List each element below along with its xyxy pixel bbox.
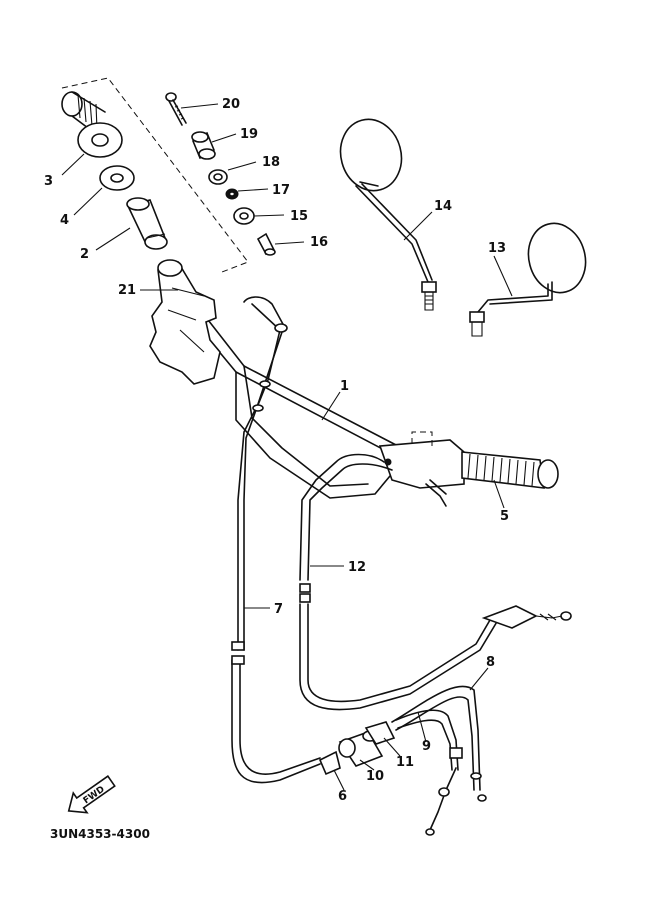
callout-14: 14	[434, 199, 452, 214]
callout-7: 7	[274, 602, 283, 617]
part-13-right-mirror[interactable]	[469, 217, 593, 337]
callout-1: 1	[340, 379, 349, 394]
fwd-arrow-icon: FWD	[67, 775, 116, 814]
leader-5	[493, 479, 505, 509]
diagram-code: 3UN4353-4300	[50, 827, 150, 841]
callout-10: 10	[366, 769, 384, 784]
callout-5: 5	[500, 509, 509, 524]
callout-13: 13	[488, 241, 506, 256]
callout-4: 4	[60, 213, 69, 228]
part-19-collar[interactable]	[191, 131, 216, 160]
part-4-washer[interactable]	[99, 165, 135, 191]
part-12-throttle-cable[interactable]	[299, 453, 572, 711]
callout-21: 21	[118, 283, 136, 298]
part-21-left-switch[interactable]	[149, 259, 221, 385]
leader-10	[359, 759, 375, 771]
leader-20	[180, 103, 219, 109]
leader-19	[211, 133, 237, 143]
leader-17	[237, 188, 269, 192]
callout-2: 2	[80, 247, 89, 262]
part-5-right-grip[interactable]	[378, 431, 559, 507]
part-16-spacer[interactable]	[256, 232, 276, 256]
part-8-cable[interactable]	[391, 685, 487, 802]
callout-20: 20	[222, 97, 240, 112]
leader-13	[493, 255, 513, 297]
callout-9: 9	[422, 739, 431, 754]
leader-3	[61, 153, 85, 176]
part-3-grip[interactable]	[61, 91, 123, 158]
part-2-throttle-sleeve[interactable]	[126, 197, 168, 250]
part-11-junction-cap[interactable]	[364, 721, 396, 745]
callout-12: 12	[348, 560, 366, 575]
leader-9	[417, 711, 427, 743]
leader-2	[95, 227, 131, 251]
leader-18	[227, 161, 257, 171]
callout-8: 8	[486, 655, 495, 670]
leader-6	[333, 769, 345, 791]
callout-18: 18	[262, 155, 280, 170]
leader-11	[383, 737, 401, 757]
callout-6: 6	[338, 789, 347, 804]
part-6-cable-end[interactable]	[318, 750, 341, 776]
part-18-bushing[interactable]	[208, 169, 228, 185]
part-20-bolt[interactable]	[165, 92, 187, 126]
leader-4	[73, 187, 103, 216]
callout-17: 17	[272, 183, 290, 198]
part-9-cable[interactable]	[395, 709, 463, 836]
callout-15: 15	[290, 209, 308, 224]
callout-19: 19	[240, 127, 258, 142]
leader-8	[469, 667, 489, 691]
part-17-nut[interactable]	[225, 188, 239, 200]
exploded-view-bracket	[61, 77, 249, 273]
leader-16	[274, 241, 305, 245]
part-15-collar[interactable]	[233, 207, 255, 225]
part-14-left-mirror[interactable]	[333, 112, 437, 311]
leader-1	[321, 391, 341, 421]
callout-16: 16	[310, 235, 328, 250]
callout-11: 11	[396, 755, 414, 770]
leader-14	[403, 211, 433, 241]
leader-15	[253, 214, 285, 217]
callout-3: 3	[44, 174, 53, 189]
part-7-throttle-cable[interactable]	[231, 296, 321, 784]
